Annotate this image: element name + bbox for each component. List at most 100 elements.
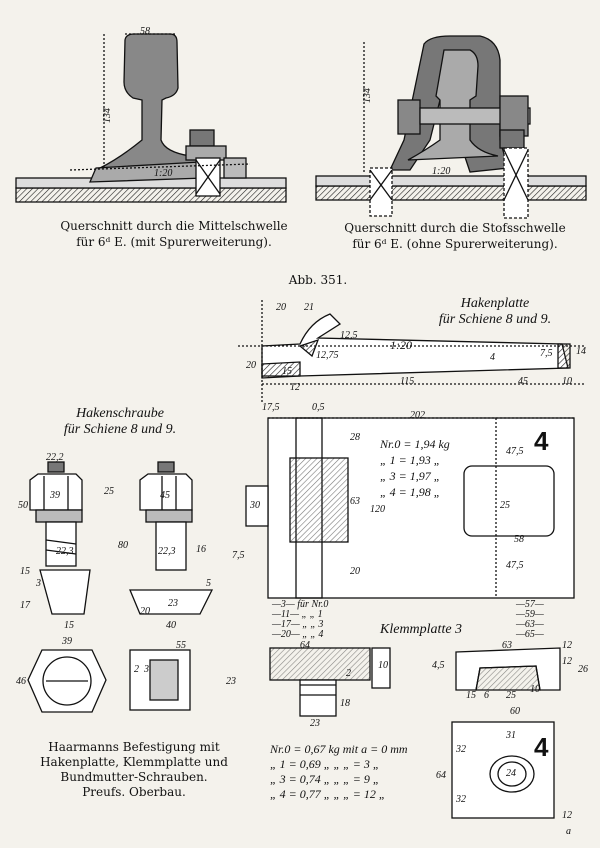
dim: 21 [304,302,314,313]
rail-section-right [315,35,587,219]
dim: 22,3 [56,546,74,557]
hakenplatte-left-table: —3— für Nr.0 —11— „ „ 1 —17— „ „ 3 —20— … [272,600,328,640]
table-line: —59— [516,609,544,620]
weight-line: Nr.0 = 0,67 kg mit a = 0 mm [270,742,408,756]
dim: 22,2 [46,452,64,463]
dim-slope: 1:20 [390,338,412,352]
dim: 45 [160,490,170,501]
figure-label: Abb. 351. [288,273,348,287]
hakenplatte-side [238,300,584,404]
table-line: —63— [516,619,544,630]
dim: 50 [18,500,28,511]
rail-section-left [15,33,287,203]
table-line: —57— [516,599,544,610]
dim-slope: 1:20 [432,166,451,177]
dim: 4 [490,352,495,363]
weight-line: „ 3 = 0,74 „ „ „ = 9 „ [270,772,380,786]
dim: 32 [456,744,466,755]
dim: 12 [562,810,572,821]
dim: 60 [510,706,520,717]
dim: 39 [50,490,60,501]
caption-line: Preufs. Oberbau. [82,785,186,799]
dim: 17,5 [262,402,280,413]
dim-rail-width: 58 [140,26,150,37]
dim-width: 202 [410,410,425,421]
weight-line: „ 3 = 1,97 „ [380,469,441,483]
table-line: —17— „ „ 3 [272,619,324,630]
dim: 15 [282,366,292,377]
hakenplatte-title: Hakenplatte für Schiene 8 und 9. [420,296,570,328]
dim: 2 [346,668,351,679]
dim: 4,5 [432,660,445,671]
hakenschraube-title: Hakenschraube für Schiene 8 und 9. [40,406,200,438]
dim: 31 [506,730,516,741]
dim: 12,5 [340,330,358,341]
dim: 58 [514,534,524,545]
plate-number: 4 [534,426,549,456]
dim: 3 [36,578,41,589]
dim: 12 [562,656,572,667]
dim: 22,3 [158,546,176,557]
caption-line: für 6ᵈ E. (mit Spurerweiterung). [76,235,272,249]
hakenplatte-weights: Nr.0 = 1,94 kg „ 1 = 1,93 „ „ 3 = 1,97 „… [380,436,450,500]
table-line: —3— für Nr.0 [272,599,329,610]
dim: 10 [530,684,540,695]
klemmplatte-title: Klemmplatte 3 [380,622,463,637]
dim: 25 [104,486,114,497]
table-line: —65— [516,629,544,640]
dim: 7,5 [540,348,553,359]
dim: 64 [300,640,310,651]
dim: 39 [62,636,72,647]
hakenplatte-right-table: —57— —59— —63— —65— [516,600,544,640]
caption-mittelschwelle: Querschnitt durch die Mittelschwelle für… [44,218,304,250]
dim: 40 [166,620,176,631]
dim: 26 [578,664,588,675]
dim: 32 [456,794,466,805]
weight-line: „ 4 = 1,98 „ [380,485,441,499]
dim-rail-height: 134 [362,88,373,103]
weight-line: „ 4 = 0,77 „ „ „ = 12 „ [270,787,386,801]
dim: 14 [576,346,586,357]
dim: 115 [400,376,415,387]
dim: 64 [436,770,446,781]
caption-line: Querschnitt durch die Stofsschwelle [344,221,566,235]
dim: 16 [196,544,206,555]
weight-line: „ 1 = 0,69 „ „ „ = 3 „ [270,757,380,771]
caption-line: Haarmanns Befestigung mit [48,740,220,754]
dim: 20 [276,302,286,313]
dim: 12,75 [316,350,339,361]
dim: 45 [518,376,528,387]
table-line: —11— „ „ 1 [272,609,323,620]
title-line: für Schiene 8 und 9. [63,422,177,437]
dim: 47,5 [506,446,524,457]
dim: 23 [310,718,320,729]
dim: 25 [506,690,516,701]
dim: 0,5 [312,402,325,413]
dim: 10 [562,376,572,387]
dim: 20 [350,566,360,577]
hakenschraube-drawings [27,461,214,713]
weight-line: Nr.0 = 1,94 kg [380,437,450,451]
dim: 6 [484,690,489,701]
title-line: für Schiene 8 und 9. [438,312,552,327]
dim: 25 [500,500,510,511]
dim: 120 [370,504,385,515]
dim: 7,5 [232,550,245,561]
dim: 18 [340,698,350,709]
dim: 23 [168,598,178,609]
title-line: Hakenplatte [460,296,530,311]
caption-line: Hakenplatte, Klemmplatte und [40,755,228,769]
dim: 5 [206,578,211,589]
hakenplatte-plan [245,417,575,599]
caption-line: für 6ᵈ E. (ohne Spurerweiterung). [352,237,558,251]
dim: 47,5 [506,560,524,571]
dim: a [566,826,571,837]
caption-line: Bundmutter-Schrauben. [60,770,208,784]
dim: 55 [176,640,186,651]
dim: 80 [118,540,128,551]
dim: 46 [16,676,26,687]
dim: 15 [64,620,74,631]
dim: 63 [350,496,360,507]
dim: 28 [350,432,360,443]
